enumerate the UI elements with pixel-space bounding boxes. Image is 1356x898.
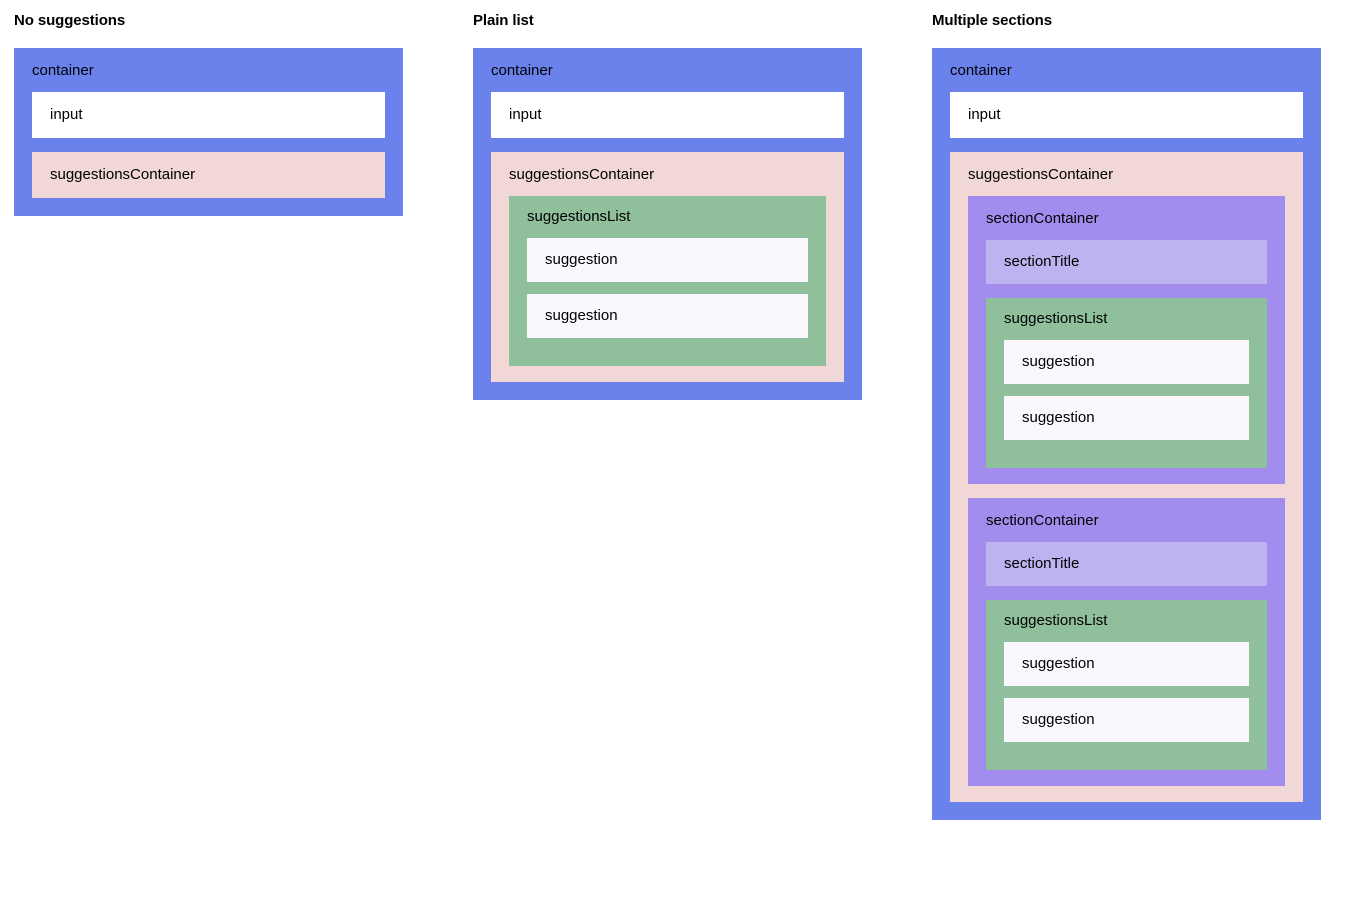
- input-box[interactable]: input: [491, 92, 844, 138]
- column-title-no-suggestions: No suggestions: [14, 12, 126, 29]
- suggestions-container-box: suggestionsContainer suggestionsList sug…: [491, 152, 844, 382]
- suggestion-item[interactable]: suggestion: [1004, 642, 1249, 686]
- section-container-box: sectionContainer sectionTitle suggestion…: [968, 498, 1285, 786]
- suggestions-list-label: suggestionsList: [527, 208, 631, 225]
- suggestions-list-label: suggestionsList: [1004, 310, 1108, 327]
- suggestion-item[interactable]: suggestion: [1004, 698, 1249, 742]
- input-box[interactable]: input: [32, 92, 385, 138]
- suggestions-list-box: suggestionsList suggestion suggestion: [986, 298, 1267, 468]
- variant-column-plain-list: Plain list container input suggestionsCo…: [473, 12, 862, 400]
- container-label: container: [32, 62, 94, 79]
- suggestion-item[interactable]: suggestion: [1004, 396, 1249, 440]
- column-title-plain-list: Plain list: [473, 12, 534, 29]
- variant-column-multiple-sections: Multiple sections container input sugges…: [932, 12, 1321, 820]
- suggestion-item[interactable]: suggestion: [1004, 340, 1249, 384]
- container-box: container input suggestionsContainer: [14, 48, 403, 216]
- container-box: container input suggestionsContainer sec…: [932, 48, 1321, 820]
- section-container-label: sectionContainer: [986, 210, 1099, 227]
- column-title-multiple-sections: Multiple sections: [932, 12, 1052, 29]
- section-title-box: sectionTitle: [986, 240, 1267, 284]
- suggestions-list-box: suggestionsList suggestion suggestion: [509, 196, 826, 366]
- container-label: container: [950, 62, 1012, 79]
- container-box: container input suggestionsContainer sug…: [473, 48, 862, 400]
- suggestions-container-label: suggestionsContainer: [968, 166, 1114, 183]
- suggestions-list-box: suggestionsList suggestion suggestion: [986, 600, 1267, 770]
- suggestions-list-label: suggestionsList: [1004, 612, 1108, 629]
- suggestions-container-box: suggestionsContainer: [32, 152, 385, 198]
- section-container-box: sectionContainer sectionTitle suggestion…: [968, 196, 1285, 484]
- suggestions-container-label: suggestionsContainer: [509, 166, 655, 183]
- suggestion-item[interactable]: suggestion: [527, 238, 808, 282]
- section-title-box: sectionTitle: [986, 542, 1267, 586]
- input-box[interactable]: input: [950, 92, 1303, 138]
- suggestion-item[interactable]: suggestion: [527, 294, 808, 338]
- section-container-label: sectionContainer: [986, 512, 1099, 529]
- suggestions-container-box: suggestionsContainer sectionContainer se…: [950, 152, 1303, 802]
- container-label: container: [491, 62, 553, 79]
- variant-column-no-suggestions: No suggestions container input suggestio…: [14, 12, 403, 216]
